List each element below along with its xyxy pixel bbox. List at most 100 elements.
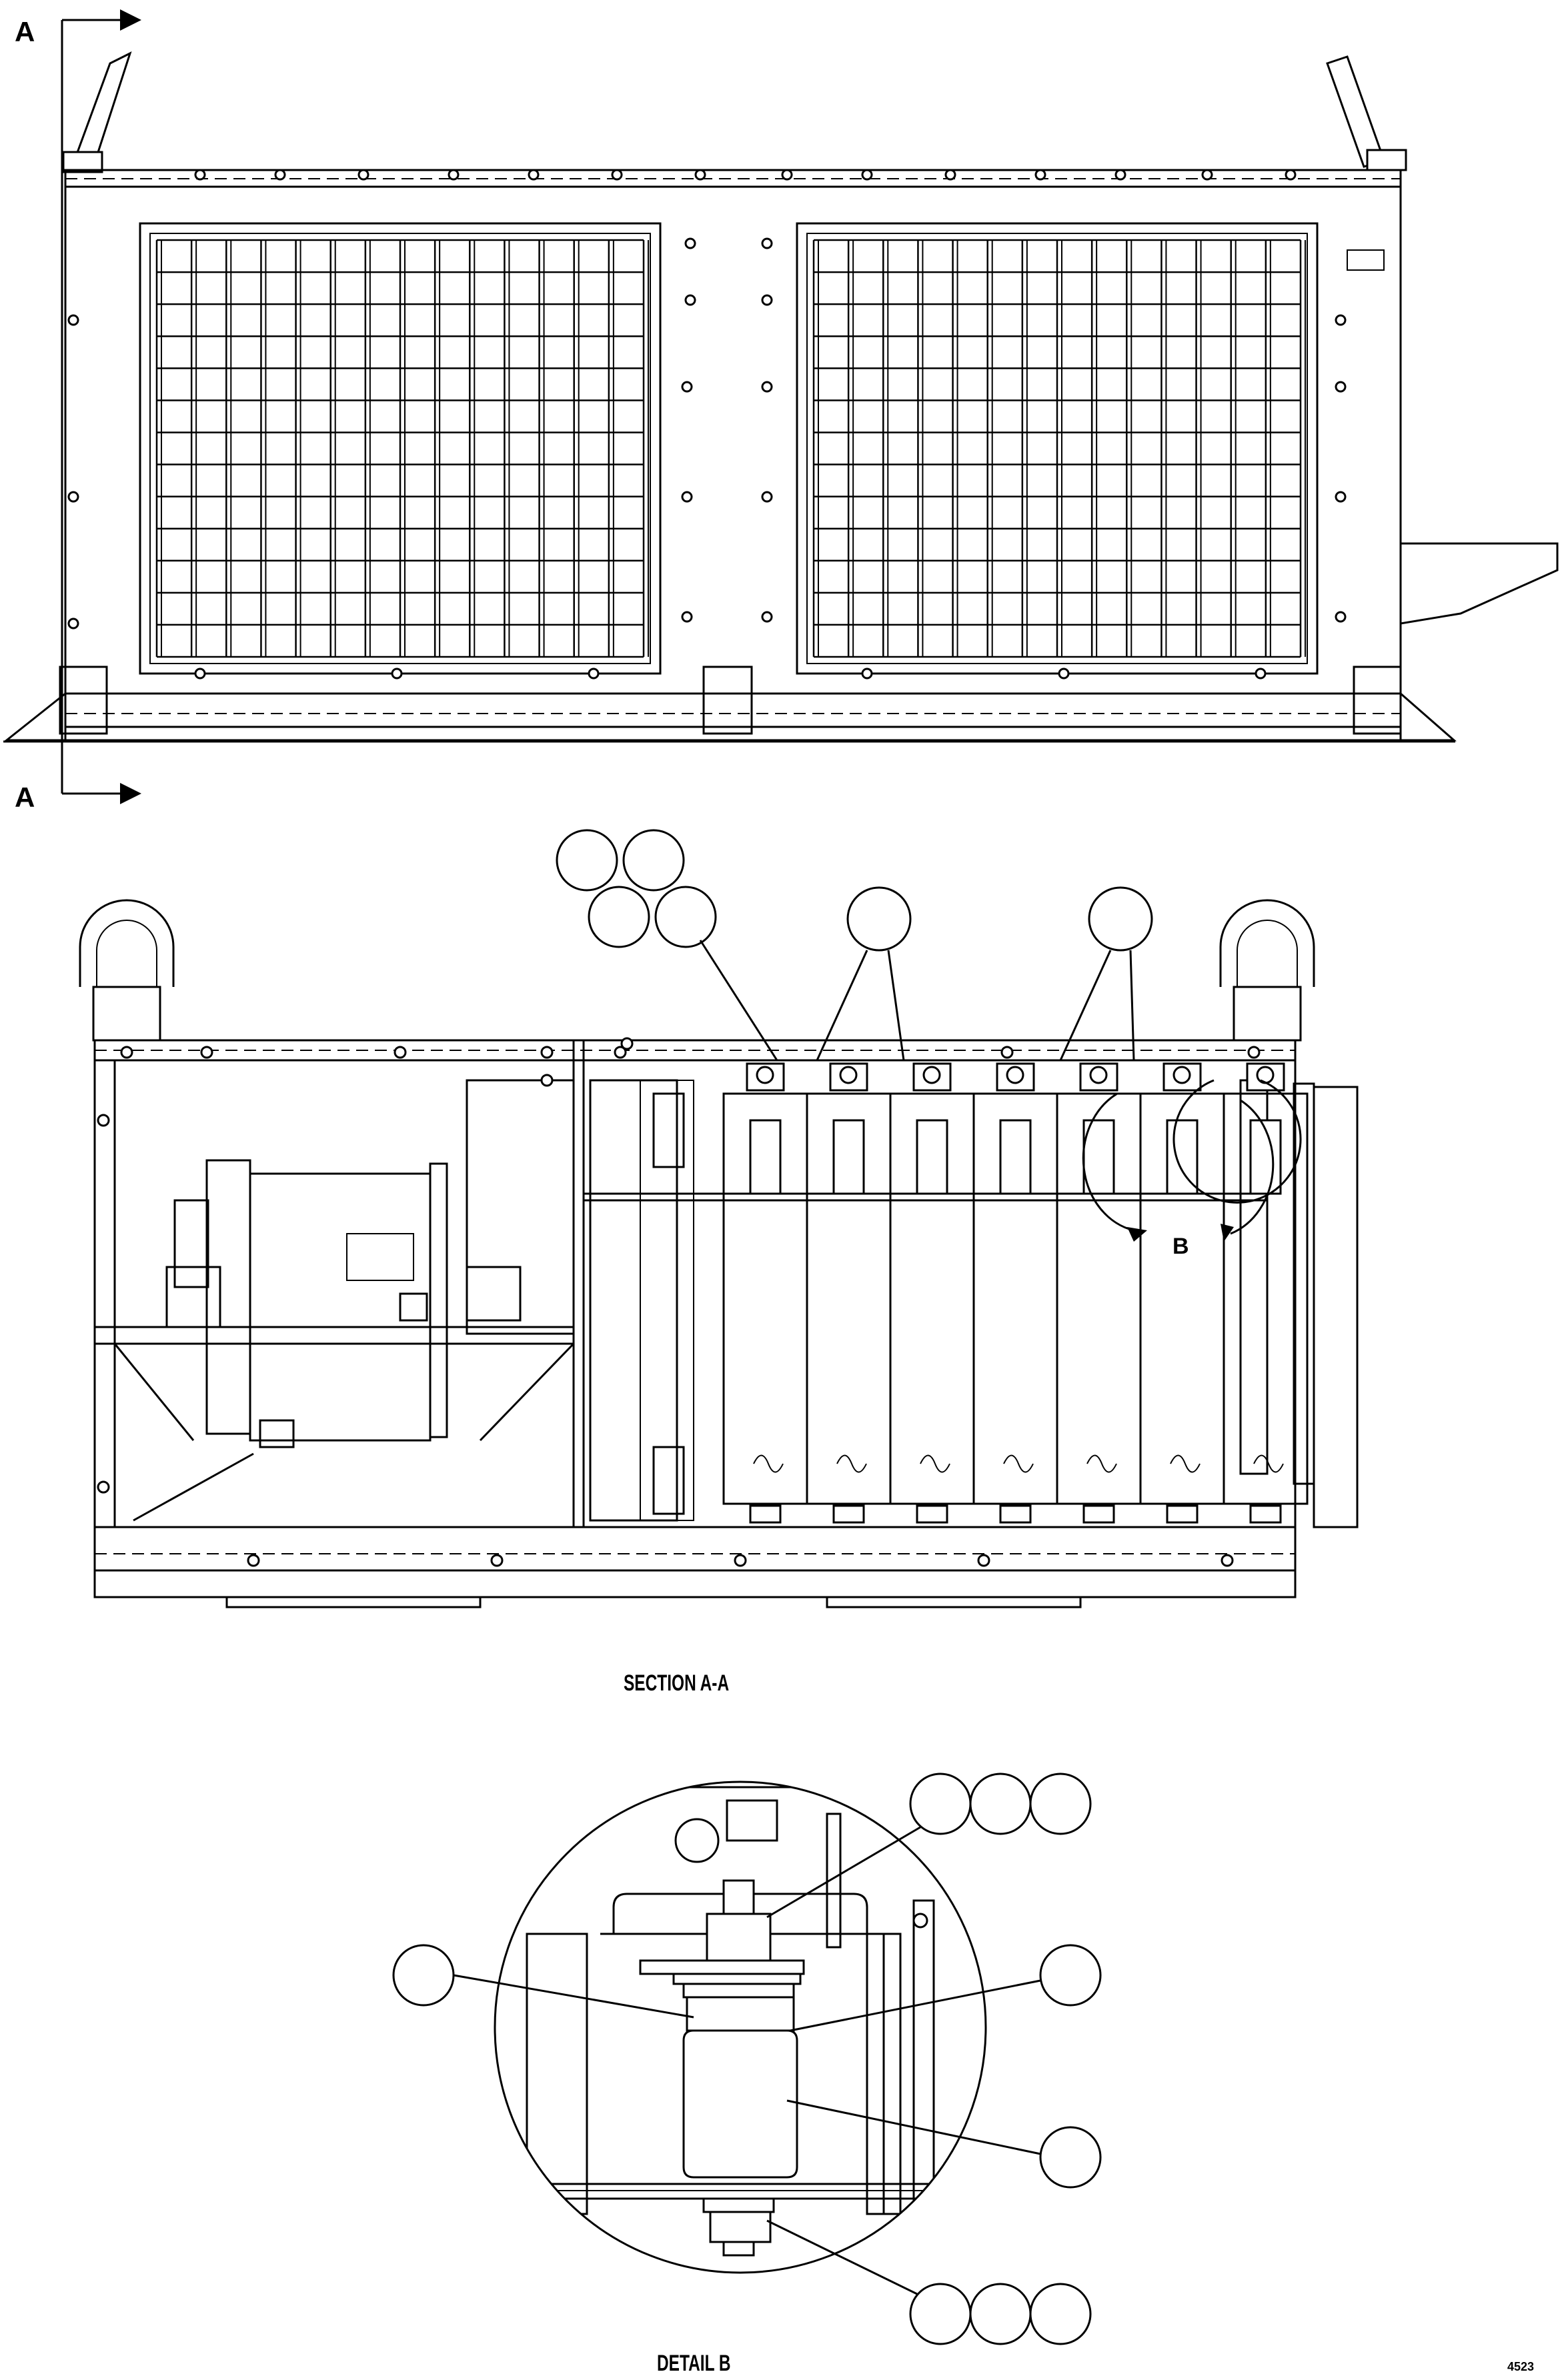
ac-symbol xyxy=(1170,1454,1201,1473)
frame-bolt xyxy=(761,491,773,503)
capacitor-foot xyxy=(749,1504,782,1524)
callout-balloon xyxy=(622,829,685,892)
ac-symbol xyxy=(753,1454,784,1473)
frame-bolt xyxy=(1255,668,1267,680)
frame-bolts xyxy=(67,169,1347,680)
terminal-nut xyxy=(922,1066,941,1084)
frame-bolt xyxy=(588,668,600,680)
frame-bolt xyxy=(1335,314,1347,326)
frame-bolt xyxy=(1201,169,1213,181)
frame-bolt xyxy=(391,668,403,680)
frame-bolt xyxy=(1335,611,1347,623)
capacitor-terminal xyxy=(999,1119,1032,1195)
callout-balloon xyxy=(556,829,618,892)
ac-symbol xyxy=(1253,1454,1284,1473)
frame-bolt xyxy=(781,169,793,181)
enclosure-frame xyxy=(3,169,1559,743)
section-bolt xyxy=(1247,1046,1261,1059)
capacitor-foot xyxy=(1082,1504,1115,1524)
frame-bolt xyxy=(528,169,540,181)
section-bolt xyxy=(614,1046,627,1059)
capacitor-terminal xyxy=(832,1119,865,1195)
terminal-nut xyxy=(1173,1066,1191,1084)
frame-bolt xyxy=(194,169,206,181)
frame-bolt xyxy=(1285,169,1297,181)
frame-bolt xyxy=(861,668,873,680)
frame-bolt xyxy=(611,169,623,181)
ac-symbol xyxy=(1086,1454,1117,1473)
lifting-handle-left xyxy=(62,51,132,173)
detail-callouts xyxy=(392,1772,1102,2345)
section-bolt xyxy=(977,1554,990,1567)
section-bolt xyxy=(247,1554,260,1567)
section-bolt xyxy=(620,1037,634,1050)
capacitor-terminal xyxy=(1249,1119,1282,1195)
figure-code: 4523 xyxy=(1507,2360,1534,2373)
grille-panel-right xyxy=(796,222,1319,675)
frame-bolt xyxy=(67,491,79,503)
frame-bolt xyxy=(357,169,369,181)
frame-bolt xyxy=(1114,169,1126,181)
frame-bolt xyxy=(684,237,696,249)
frame-bolt xyxy=(761,237,773,249)
section-caption: SECTION A-A xyxy=(624,1670,729,1696)
frame-bolt xyxy=(761,381,773,393)
section-bolt xyxy=(734,1554,747,1567)
terminal-nut xyxy=(756,1066,774,1084)
section-cut-line: A A xyxy=(15,9,141,813)
ac-symbol xyxy=(1003,1454,1034,1473)
frame-bolt xyxy=(67,618,79,630)
top-view: A A xyxy=(3,9,1559,813)
section-bolt xyxy=(97,1480,110,1494)
frame-bolt xyxy=(681,611,693,623)
frame-bolt xyxy=(274,169,286,181)
detail-view: DETAIL B 4523 xyxy=(392,1772,1534,2376)
detail-caption: DETAIL B xyxy=(657,2351,731,2376)
section-bolt xyxy=(490,1554,504,1567)
frame-bolt xyxy=(1058,668,1070,680)
frame-bolt xyxy=(761,611,773,623)
frame-bolt xyxy=(944,169,956,181)
terminal-nut xyxy=(1256,1066,1275,1084)
terminal-nut xyxy=(1089,1066,1108,1084)
capacitor-terminal xyxy=(1166,1119,1199,1195)
section-bolt xyxy=(1221,1554,1234,1567)
section-bolt xyxy=(1000,1046,1014,1059)
lifting-eye-left xyxy=(79,899,175,1042)
frame-bolt xyxy=(861,169,873,181)
terminal-nut xyxy=(1006,1066,1024,1084)
section-bolts xyxy=(97,1037,1261,1567)
ac-symbol xyxy=(836,1454,867,1473)
capacitor-terminal xyxy=(916,1119,948,1195)
section-bolt xyxy=(394,1046,407,1059)
lifting-eye-right xyxy=(1219,899,1315,1042)
callout-balloon xyxy=(1088,886,1153,952)
frame-bolt xyxy=(1034,169,1046,181)
section-bolt xyxy=(97,1114,110,1127)
capacitor-terminal xyxy=(749,1119,782,1195)
section-bolt xyxy=(200,1046,213,1059)
section-callouts xyxy=(556,829,1153,1061)
capacitor-terminal xyxy=(639,1879,805,2257)
frame-bolt xyxy=(1335,381,1347,393)
section-housing: B xyxy=(93,1037,1359,1608)
section-marker-top: A xyxy=(15,16,35,47)
frame-bolt xyxy=(681,491,693,503)
section-marker-bottom: A xyxy=(15,782,35,813)
frame-bolt xyxy=(194,668,206,680)
frame-bolt xyxy=(448,169,460,181)
capacitor-foot xyxy=(1249,1504,1282,1524)
frame-bolt xyxy=(681,381,693,393)
capacitor-foot xyxy=(916,1504,948,1524)
section-view: B SECTION A-A xyxy=(79,829,1359,1696)
callout-balloon xyxy=(588,886,650,948)
detail-marker: B xyxy=(1173,1234,1189,1259)
terminal-nut xyxy=(839,1066,858,1084)
lifting-handle-right xyxy=(1326,55,1407,171)
grille-panel-left xyxy=(139,222,662,675)
callout-balloon xyxy=(654,886,717,948)
section-bolt xyxy=(540,1046,554,1059)
detail-circle xyxy=(494,1780,987,2274)
section-bolt xyxy=(120,1046,133,1059)
